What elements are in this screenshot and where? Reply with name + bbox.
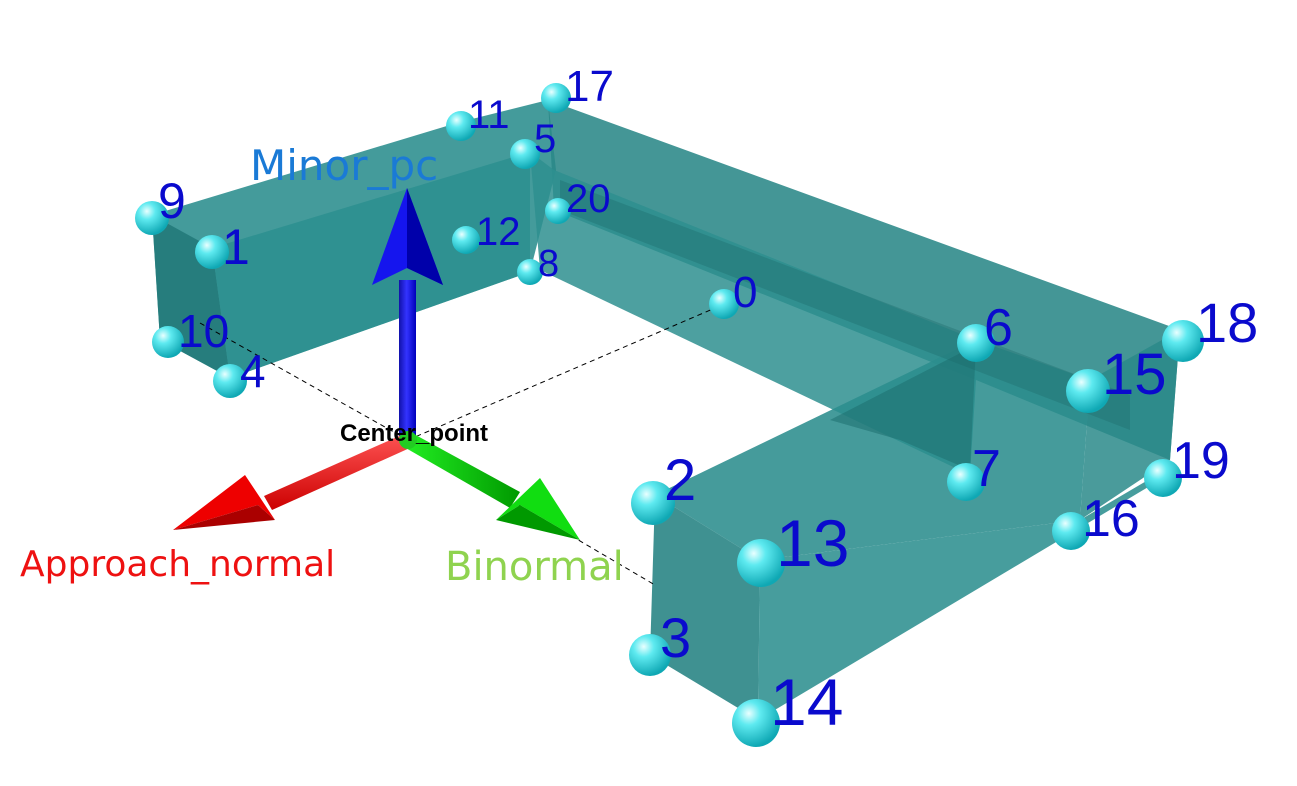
- approach-normal-arrowhead: [173, 475, 275, 530]
- approach-normal-shaft: [264, 433, 412, 510]
- dashed-line-10-to-center: [199, 322, 409, 441]
- vertex-label-17: 17: [565, 62, 614, 111]
- axis-arrows: [173, 188, 580, 540]
- vertex-sphere-17: [541, 83, 571, 113]
- binormal-arrowhead-shade: [496, 505, 580, 540]
- binormal-label: Binormal: [445, 544, 624, 590]
- vertex-label-5: 5: [534, 117, 556, 161]
- front-block-front-face: [650, 495, 760, 720]
- vertex-label-3: 3: [660, 606, 691, 669]
- vertex-sphere-9: [135, 201, 169, 235]
- vertex-sphere-10: [152, 326, 184, 358]
- vertex-sphere-3: [629, 634, 671, 676]
- vertex-label-15: 15: [1102, 342, 1167, 407]
- vertex-sphere-11: [446, 111, 476, 141]
- vertex-label-13: 13: [776, 506, 849, 580]
- vertex-spheres: [135, 83, 1204, 747]
- minor-pc-shaft: [399, 280, 416, 442]
- vertex-sphere-2: [631, 481, 675, 525]
- binormal-shaft: [404, 433, 520, 508]
- vertex-sphere-6: [957, 324, 995, 362]
- approach-normal-arrowhead-shade: [173, 505, 275, 530]
- vertex-sphere-12: [452, 226, 480, 254]
- front-block-top-face: [655, 340, 1090, 560]
- vertex-sphere-18: [1162, 320, 1204, 362]
- inner-groove-face: [560, 180, 1130, 430]
- approach-normal-label: Approach_normal: [20, 544, 335, 585]
- vertex-label-1: 1: [222, 219, 250, 275]
- vertex-sphere-5: [510, 139, 540, 169]
- vertex-label-14: 14: [770, 665, 843, 739]
- vertex-sphere-16: [1052, 512, 1090, 550]
- vertex-label-19: 19: [1172, 432, 1230, 490]
- vertex-label-8: 8: [538, 243, 559, 285]
- vertex-sphere-20: [545, 198, 571, 224]
- center-point-marker: [399, 431, 417, 449]
- vertex-label-7: 7: [972, 440, 1001, 498]
- vertex-sphere-13: [737, 539, 785, 587]
- left-block-side-face: [212, 152, 530, 378]
- vertex-label-2: 2: [664, 448, 696, 513]
- vertex-sphere-0: [709, 289, 739, 319]
- center-point-label: Center_point: [340, 420, 488, 447]
- vertex-label-12: 12: [476, 210, 521, 254]
- vertex-label-4: 4: [240, 345, 266, 397]
- vertex-sphere-19: [1144, 459, 1182, 497]
- vertex-label-10: 10: [178, 305, 229, 357]
- vertex-sphere-14: [732, 699, 780, 747]
- vertex-sphere-4: [213, 364, 247, 398]
- vertex-label-6: 6: [984, 299, 1013, 357]
- binormal-arrowhead: [496, 478, 580, 540]
- vertex-sphere-1: [195, 235, 229, 269]
- vertex-label-9: 9: [158, 173, 186, 229]
- inner-shadow-face: [830, 345, 976, 470]
- vertex-label-0: 0: [733, 268, 757, 317]
- vertex-label-16: 16: [1082, 490, 1140, 548]
- vertex-sphere-8: [517, 259, 543, 285]
- box-faces: [152, 100, 1180, 720]
- minor-pc-arrowhead-shade: [407, 188, 443, 285]
- vertex-label-18: 18: [1196, 291, 1258, 354]
- vertex-labels: 0 1 2 3 4 5 6 7 8 9 10 11 12 13 14 15 16…: [158, 62, 1258, 739]
- minor-pc-label: Minor_pc: [250, 141, 438, 190]
- vertex-sphere-15: [1066, 369, 1110, 413]
- dashed-line-center-to-0: [407, 304, 723, 441]
- vertex-label-11: 11: [468, 93, 510, 137]
- vertex-label-20: 20: [566, 177, 611, 221]
- vertex-sphere-7: [947, 463, 985, 501]
